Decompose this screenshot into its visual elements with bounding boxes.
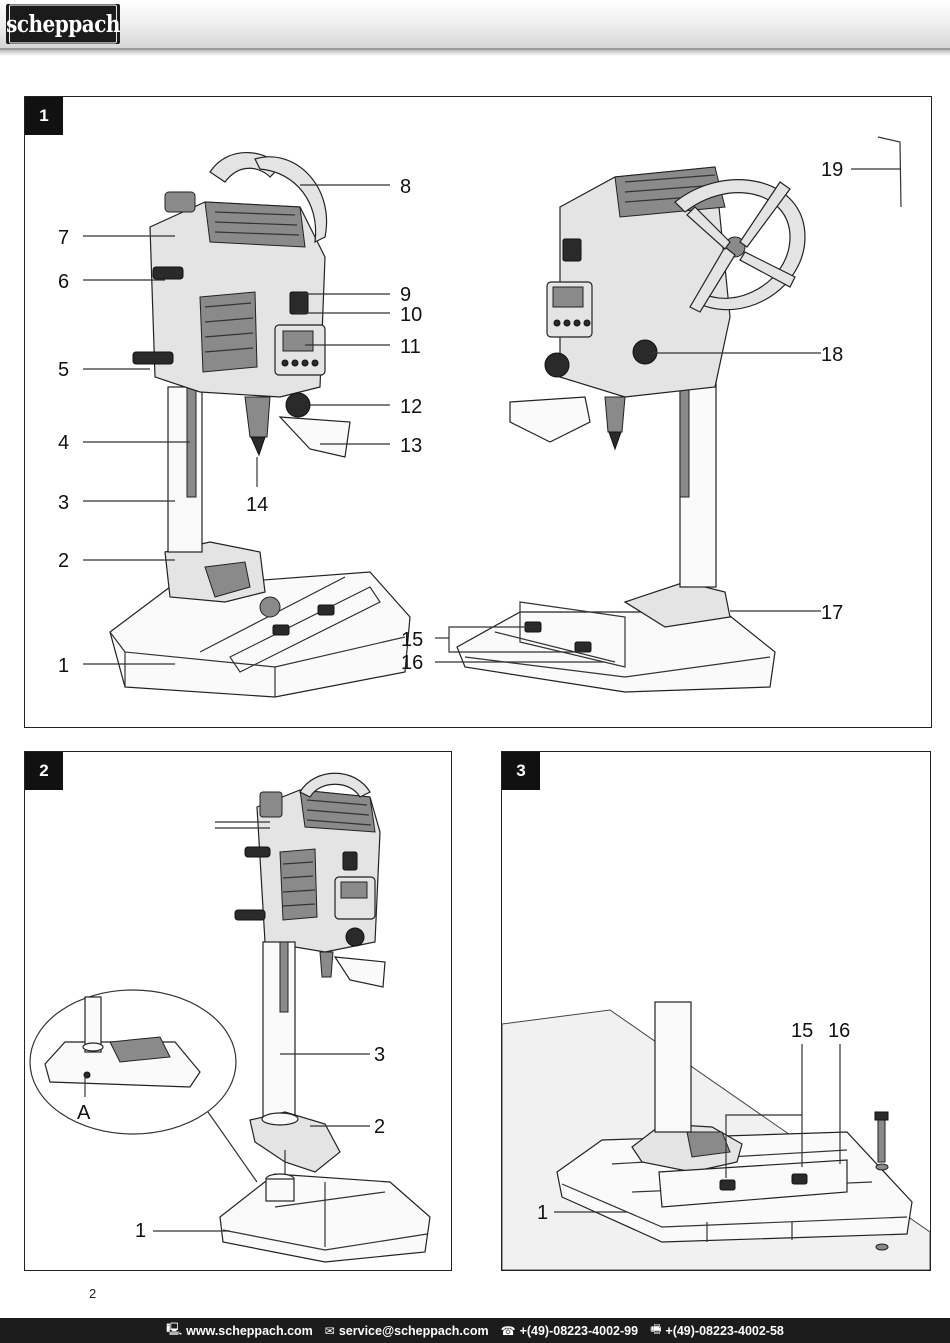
brand-logo-text: scheppach — [6, 4, 120, 44]
figure-1-panel: 1 — [24, 96, 932, 728]
callout-6: 6 — [58, 271, 69, 293]
callout-15: 15 — [791, 1020, 813, 1042]
column — [654, 1001, 692, 1133]
callout-7: 7 — [58, 227, 69, 249]
figure-1-tag: 1 — [25, 97, 63, 135]
footer-bar: 🖳 www.scheppach.com ✉ service@scheppach.… — [0, 1318, 950, 1343]
figure-2-panel: 2 — [24, 751, 452, 1271]
right-callouts: 19 18 17 15 16 — [401, 159, 900, 674]
callout-1: 1 — [58, 655, 69, 677]
figure-2-illustration: 3 2 1 A — [29, 772, 431, 1263]
callout-3: 3 — [374, 1044, 385, 1066]
detail-base — [44, 996, 201, 1088]
computer-icon: 🖳 — [166, 1322, 183, 1336]
detail-circle — [29, 989, 237, 1135]
callout-8: 8 — [400, 176, 411, 198]
footer-email[interactable]: ✉ service@scheppach.com — [325, 1324, 489, 1338]
callout-14: 14 — [246, 494, 268, 516]
callout-1: 1 — [537, 1202, 548, 1224]
callout-1: 1 — [135, 1220, 146, 1242]
callout-2: 2 — [58, 550, 69, 572]
figure-3-callouts: 15 16 1 — [537, 1020, 850, 1224]
bolt — [877, 1116, 886, 1163]
callout-2: 2 — [374, 1116, 385, 1138]
figure-1-illustration: 8 7 6 9 10 11 5 12 4 13 3 14 2 — [58, 136, 902, 698]
phone-icon: ☎ — [500, 1323, 516, 1338]
callout-18: 18 — [821, 344, 843, 366]
callout-19: 19 — [821, 159, 843, 181]
footer-website-text: www.scheppach.com — [186, 1323, 313, 1338]
figure-2-tag: 2 — [25, 752, 63, 790]
drill-press-rear-view — [456, 166, 806, 693]
hex-key-icon — [877, 136, 902, 208]
header-bar: scheppach — [0, 0, 950, 50]
callout-15: 15 — [401, 629, 423, 651]
footer-phone[interactable]: ☎ +(49)-08223-4002-99 — [501, 1324, 638, 1338]
callout-10: 10 — [400, 304, 422, 326]
callout-17: 17 — [821, 602, 843, 624]
figure-2-callouts: 3 2 1 A — [77, 1044, 385, 1242]
callout-16: 16 — [401, 652, 423, 674]
page-number: 2 — [89, 1286, 97, 1301]
callout-3: 3 — [58, 492, 69, 514]
callout-5: 5 — [58, 359, 69, 381]
drill-press-front-view — [109, 152, 411, 698]
column — [262, 941, 296, 1118]
footer-fax-text: +(49)-08223-4002-58 — [665, 1323, 784, 1338]
footer-email-text: service@scheppach.com — [338, 1323, 489, 1338]
callout-11: 11 — [400, 336, 421, 358]
header-shadow — [0, 50, 950, 56]
footer-fax: 🖷 +(49)-08223-4002-58 — [650, 1320, 784, 1341]
callout-12: 12 — [400, 396, 422, 418]
callout-A: A — [77, 1102, 91, 1124]
callout-4: 4 — [58, 432, 69, 454]
footer-website[interactable]: 🖳 www.scheppach.com — [166, 1320, 313, 1341]
left-callouts: 8 7 6 9 10 11 5 12 4 13 3 14 2 — [58, 176, 422, 677]
figure-3-illustration: 15 16 1 — [502, 1001, 930, 1270]
footer-phone-text: +(49)-08223-4002-99 — [519, 1323, 639, 1338]
figure-3-tag: 3 — [502, 752, 540, 790]
callout-9: 9 — [400, 284, 411, 306]
figure-3-panel: 3 15 16 1 — [501, 751, 931, 1271]
fence — [658, 1159, 848, 1208]
mail-icon: ✉ — [324, 1323, 335, 1338]
callout-13: 13 — [400, 435, 422, 457]
brand-logo: scheppach — [6, 4, 120, 44]
callout-16: 16 — [828, 1020, 850, 1042]
fax-icon: 🖷 — [650, 1322, 662, 1336]
drill-head-assembly — [215, 772, 386, 988]
